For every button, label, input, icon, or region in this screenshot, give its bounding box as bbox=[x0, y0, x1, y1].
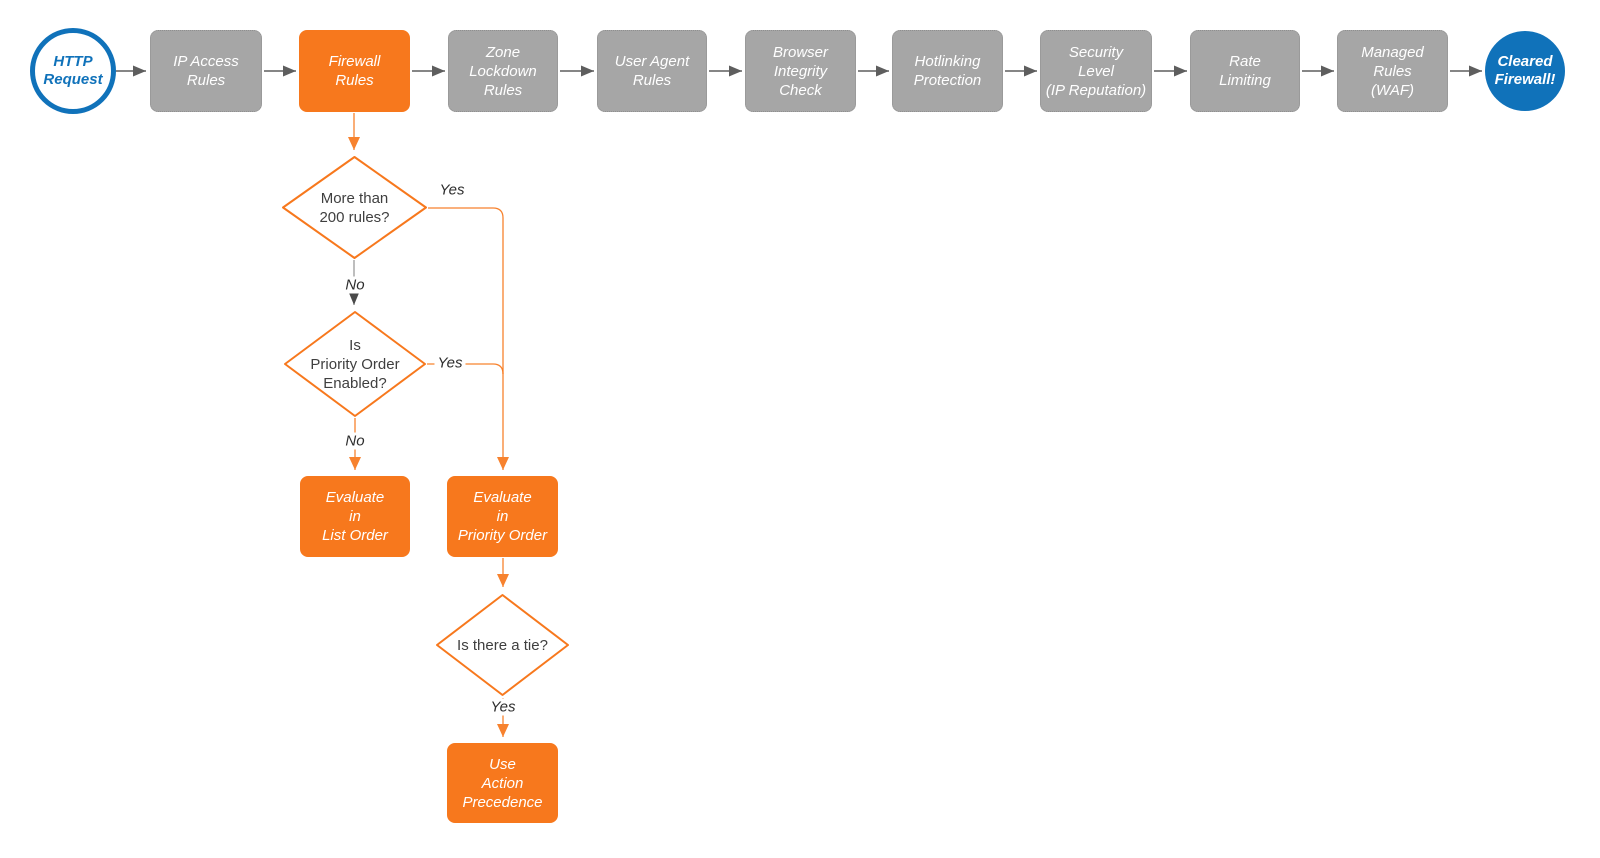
edge-label-d1-no: No bbox=[342, 276, 368, 294]
node-label-line: (IP Reputation) bbox=[1045, 81, 1147, 99]
node-label-line: Lockdown bbox=[469, 62, 537, 80]
node-label-line: Browser bbox=[772, 43, 828, 61]
node-label-line: Rules bbox=[186, 72, 226, 89]
node-label-line: Firewall! bbox=[1494, 71, 1556, 88]
node-label-line: Hotlinking bbox=[914, 53, 981, 70]
node-label-line: Zone bbox=[485, 43, 521, 61]
diamond-shape bbox=[284, 311, 426, 417]
node-label-line: in bbox=[349, 508, 361, 525]
node-label: Is there a tie? bbox=[457, 636, 548, 655]
node-label-line: Request bbox=[43, 71, 103, 88]
edge-label-d3-yes: Yes bbox=[487, 698, 519, 716]
node-label-line: Precedence bbox=[462, 793, 543, 811]
node-label-line: Evaluate bbox=[473, 489, 532, 506]
node-label-line: More than bbox=[320, 189, 389, 207]
diamond-shape bbox=[436, 594, 569, 696]
node-label-line: (WAF) bbox=[1370, 81, 1415, 99]
node-label-line: Is bbox=[349, 336, 361, 354]
node-label-line: Managed bbox=[1361, 43, 1424, 61]
node-label-line: List Order bbox=[322, 527, 388, 544]
node-label-line: Rules bbox=[632, 72, 672, 89]
node-label-line: HTTP bbox=[53, 53, 93, 70]
node-label-line: Check bbox=[779, 81, 822, 99]
node-label-line: Priority Order bbox=[457, 527, 548, 544]
node-label-line: Rules bbox=[483, 81, 523, 99]
node-label-line: Evaluate bbox=[325, 489, 385, 506]
edge-label-d2-no: No bbox=[342, 432, 368, 450]
node-label-line: 200 rules? bbox=[319, 208, 390, 226]
node-label-line: Firewall bbox=[328, 53, 381, 70]
edge-label-d1-yes: Yes bbox=[436, 181, 468, 199]
node-label-line: Security bbox=[1068, 43, 1124, 61]
node-label-line: Rules bbox=[1373, 62, 1412, 80]
node-label-line: Enabled? bbox=[323, 374, 387, 392]
node-label-line: Limiting bbox=[1219, 72, 1271, 89]
node-label-line: Level bbox=[1078, 62, 1114, 80]
connector bbox=[427, 363, 504, 375]
node-label-line: IP Access bbox=[173, 53, 239, 70]
node-label-line: Is there a tie? bbox=[457, 636, 548, 654]
node-label-line: Priority Order bbox=[310, 355, 400, 373]
node-is-there-a-tie: Is there a tie? bbox=[435, 593, 570, 697]
node-label-line: Action bbox=[481, 774, 524, 792]
node-label-line: Integrity bbox=[773, 62, 828, 80]
node-label-line: Cleared bbox=[1497, 53, 1553, 70]
node-label-line: Rules bbox=[335, 72, 374, 89]
connector bbox=[428, 207, 509, 470]
node-label-line: Use bbox=[489, 755, 516, 773]
node-label-line: Protection bbox=[913, 72, 982, 89]
edge-label-d2-yes: Yes bbox=[434, 354, 466, 372]
node-label-line: User Agent bbox=[614, 53, 690, 70]
node-label-line: in bbox=[496, 508, 509, 525]
diamond-shape bbox=[282, 156, 427, 259]
node-label-line: Rate bbox=[1229, 53, 1261, 70]
